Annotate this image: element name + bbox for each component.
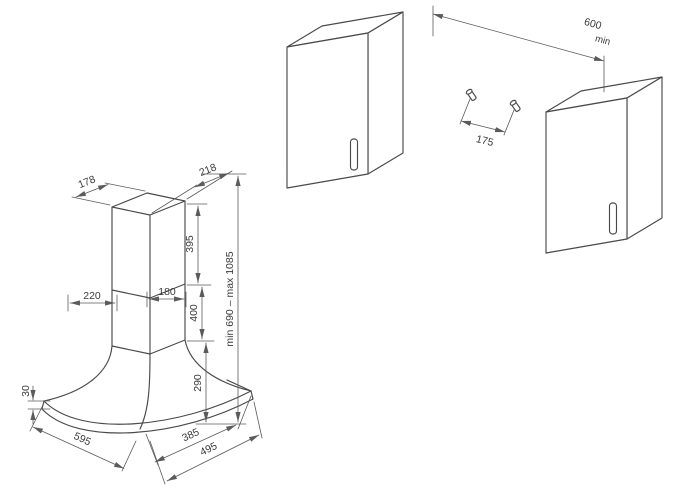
dim-180: 180 <box>146 286 187 308</box>
dim-label-600: 600 <box>583 16 603 32</box>
dim-label-175: 175 <box>475 133 495 149</box>
ext-line <box>149 440 166 485</box>
dim-label-400: 400 <box>188 304 200 322</box>
ext-line <box>503 109 515 136</box>
dim-385: 385 <box>145 395 252 466</box>
dim-290: 290 <box>192 342 247 425</box>
ext-line <box>104 182 146 192</box>
canopy-top-edge <box>111 339 186 355</box>
rim-right-end <box>250 390 254 400</box>
cabinet-door-handle <box>608 202 618 235</box>
ext-line <box>253 401 263 439</box>
cabinet-front-face <box>286 32 369 189</box>
dim-label-30: 30 <box>20 385 32 397</box>
dim-label-total-height: min 690 – max 1085 <box>224 251 236 346</box>
cabinet-right <box>545 76 663 254</box>
dim-line <box>432 13 605 62</box>
dim-line <box>460 120 506 133</box>
dim-label-218: 218 <box>198 161 219 179</box>
dim-400: 400 <box>186 286 215 342</box>
dim-label-290: 290 <box>192 374 204 392</box>
rim-top-curve <box>43 390 252 425</box>
cabinet-left <box>286 11 404 189</box>
ext-line <box>237 395 252 430</box>
ext-line <box>459 98 471 125</box>
ext-line <box>29 402 45 432</box>
dim-line <box>75 184 109 198</box>
cabinet-door-handle <box>349 138 359 171</box>
cabinet-side-face <box>626 76 663 240</box>
dim-label-180: 180 <box>158 286 176 298</box>
ext-line <box>145 433 159 466</box>
chimney-top-face <box>111 192 186 216</box>
screw-head <box>509 99 517 106</box>
dim-label-220: 220 <box>83 290 101 302</box>
dim-30: 30 <box>20 385 51 425</box>
base-back-right-edge <box>226 379 252 392</box>
cabinet-front-face <box>545 97 628 254</box>
canopy-left-curve <box>43 345 113 402</box>
ext-line <box>121 440 137 472</box>
cabinet-side-face <box>367 11 404 175</box>
dim-label-178: 178 <box>77 173 98 191</box>
dim-label-495: 495 <box>198 440 219 459</box>
dim-label-600-min: min <box>594 33 612 48</box>
screw-icon <box>465 88 477 101</box>
dim-line <box>194 172 230 188</box>
screw-icon <box>509 99 521 112</box>
hood-drawing <box>41 192 254 434</box>
dim-175: 175 <box>459 98 515 149</box>
ext-line <box>71 196 111 206</box>
rim-bottom-curve <box>41 398 254 434</box>
dim-218: 218 <box>151 161 233 214</box>
dim-label-395: 395 <box>184 235 196 253</box>
dim-label-385: 385 <box>180 426 201 444</box>
canopy-front-curve <box>139 353 151 430</box>
ext-line <box>151 184 198 214</box>
dim-220: 220 <box>67 290 118 312</box>
dim-line <box>32 426 125 469</box>
dim-495: 495 <box>149 401 263 485</box>
dim-total-height: min 690 – max 1085 <box>201 173 247 423</box>
screw-head <box>465 88 473 95</box>
hood-dimensions: 178 218 395 400 290 <box>20 161 263 485</box>
dim-395: 395 <box>184 203 212 286</box>
mounting-screws <box>465 88 521 112</box>
dim-line <box>166 434 260 482</box>
dim-600-min: 600 min <box>432 5 612 93</box>
